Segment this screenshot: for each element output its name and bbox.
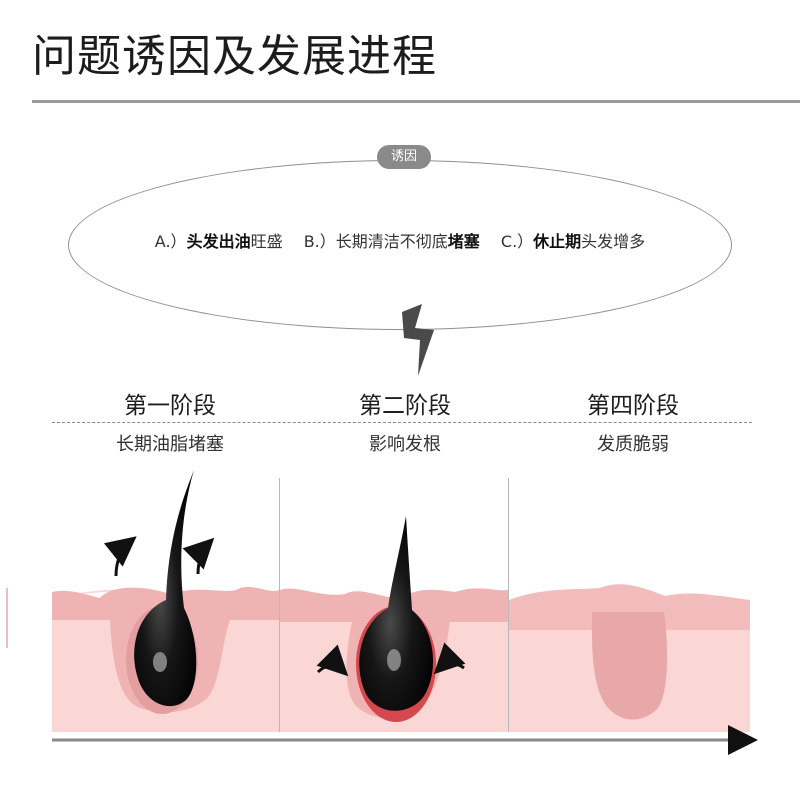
- edge-mark: [6, 588, 8, 648]
- stage-2-subtitle: 影响发根: [369, 434, 441, 455]
- cause-a: A.）头发出油旺盛: [155, 232, 283, 251]
- lightning-bolt-icon: [402, 304, 434, 376]
- stage-4-title: 第四阶段: [587, 393, 679, 419]
- cause-c-bold: 休止期: [533, 232, 582, 251]
- follicle-empty: [591, 612, 668, 720]
- page-title: 问题诱因及发展进程: [32, 31, 437, 82]
- cause-list: A.）头发出油旺盛 B.）长期清洁不彻底堵塞 C.）休止期头发增多: [68, 228, 732, 252]
- arrow-inward-curved-icon: [433, 642, 466, 675]
- cause-c: C.）休止期头发增多: [501, 232, 645, 251]
- cause-b: B.）长期清洁不彻底堵塞: [304, 232, 480, 251]
- cause-b-prefix: B.）: [303, 232, 336, 251]
- stage-1-subtitle: 长期油脂堵塞: [116, 434, 224, 455]
- hair-stage-1: [134, 470, 197, 707]
- hair-shine: [387, 649, 401, 671]
- hair-shine: [153, 652, 167, 672]
- skin-illustration: [52, 470, 758, 755]
- cause-b-bold: 堵塞: [447, 232, 480, 251]
- stage-2-title: 第二阶段: [359, 393, 451, 419]
- arrow-inward-curved-icon: [316, 644, 349, 677]
- title-divider: [32, 100, 800, 103]
- stage-divider-line: [52, 422, 752, 423]
- cause-c-rest: 头发增多: [581, 232, 646, 251]
- arrow-up-curved-icon: [182, 537, 215, 575]
- cause-b-rest: 长期清洁不彻底: [335, 232, 448, 251]
- cause-c-prefix: C.）: [500, 232, 534, 251]
- cause-a-rest: 旺盛: [250, 232, 283, 251]
- cause-badge: 诱因: [377, 145, 431, 169]
- hair-stage-2: [359, 516, 434, 711]
- stage-4-subtitle: 发质脆弱: [597, 434, 669, 455]
- stage-separator-2: [508, 478, 509, 732]
- skin-layer-stage-4: [509, 584, 750, 630]
- cause-a-prefix: A.）: [154, 232, 187, 251]
- stage-1-title: 第一阶段: [124, 393, 216, 419]
- cause-a-bold: 头发出油: [186, 232, 251, 251]
- stage-separator-1: [279, 478, 280, 732]
- arrow-up-curved-icon: [103, 536, 137, 577]
